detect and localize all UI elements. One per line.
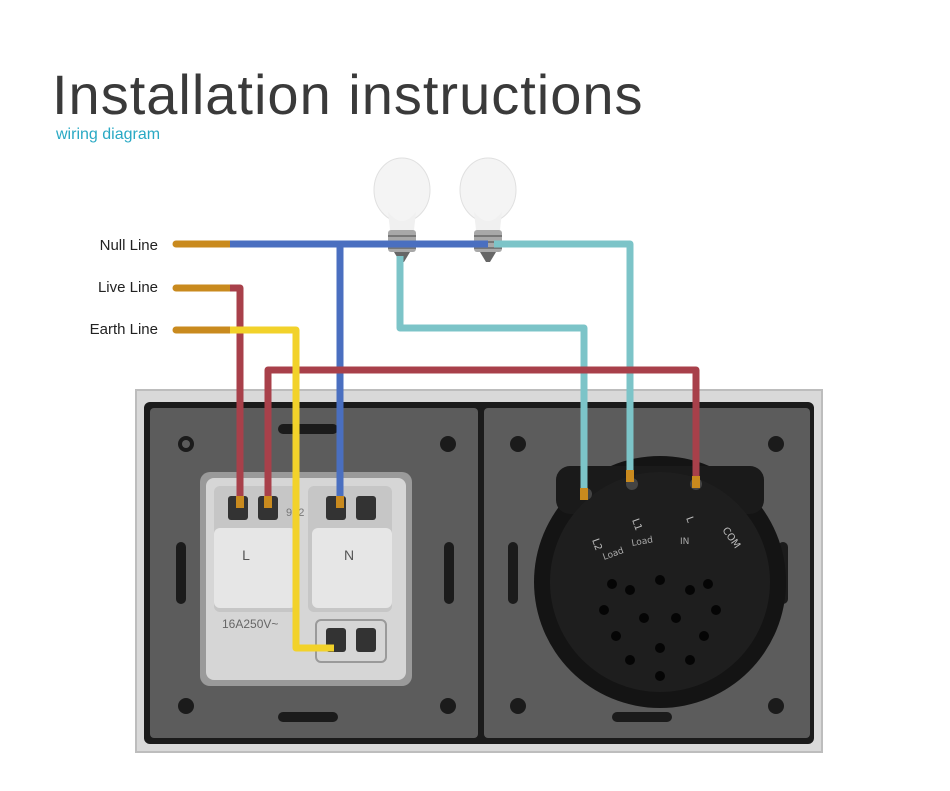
switch-terminal-l1: L1 — [629, 517, 643, 532]
wire-terminal-ends — [236, 470, 700, 508]
terminal-l-label: L — [242, 547, 250, 563]
null-line-label: Null Line — [99, 237, 158, 254]
earth-wire — [230, 326, 334, 652]
page-subtitle: wiring diagram — [56, 126, 161, 143]
switch-terminal-in: IN — [680, 537, 689, 547]
touch-switch-module: L2 L1 L COM Load Load IN — [534, 456, 786, 708]
switch-terminal-load-2: Load — [631, 535, 654, 549]
live-line-label: Live Line — [97, 279, 158, 296]
live-wires — [230, 284, 700, 500]
socket-rating: 16A250V~ — [222, 617, 278, 631]
terminal-n-label: N — [344, 547, 354, 563]
wire-stubs — [172, 240, 236, 334]
earth-line-label: Earth Line — [89, 321, 158, 338]
switch-terminal-l: L — [683, 515, 695, 524]
load-wires — [396, 240, 634, 490]
switch-terminal-l2: L2 — [589, 537, 603, 552]
socket-module: L N 16A250V~ 912 — [200, 472, 412, 686]
page-title: Installation instructions — [52, 63, 644, 126]
